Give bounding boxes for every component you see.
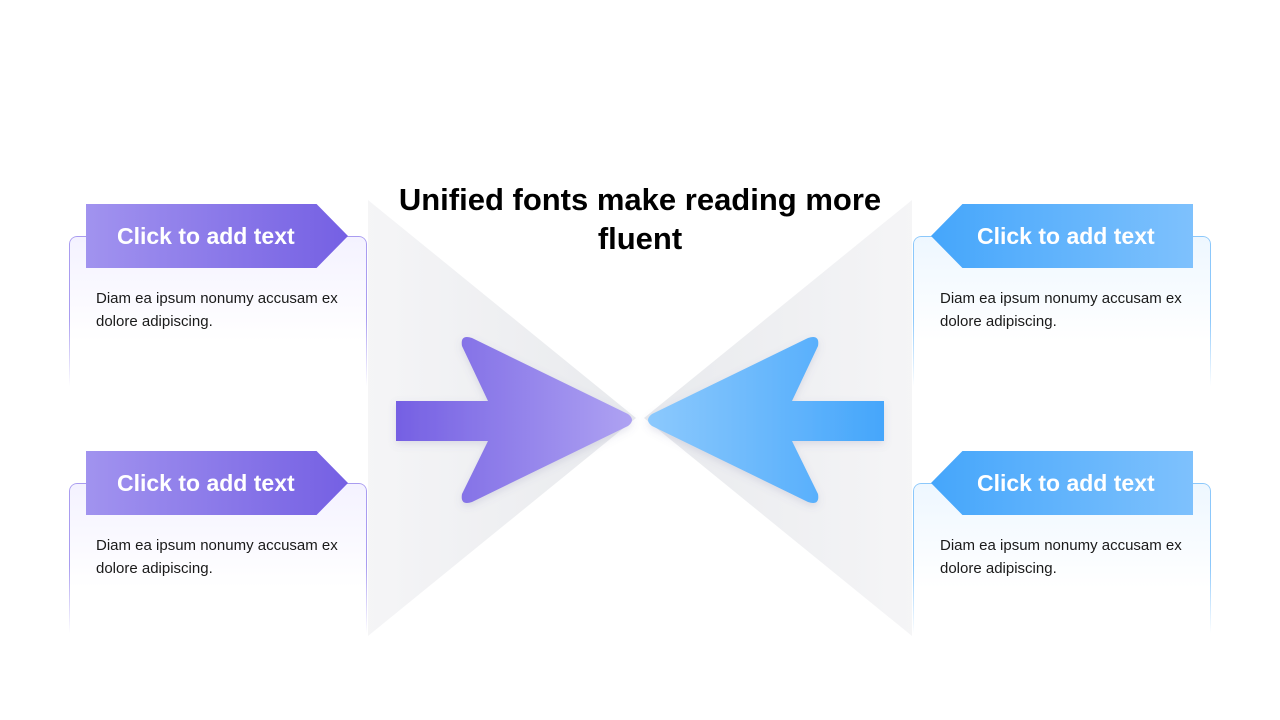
right-bottom-label[interactable]: Click to add text bbox=[931, 451, 1193, 515]
right-top-description: Diam ea ipsum nonumy accusam ex dolore a… bbox=[940, 290, 1182, 330]
right-bottom-description: Diam ea ipsum nonumy accusam ex dolore a… bbox=[940, 537, 1182, 577]
left-bottom-label[interactable]: Click to add text bbox=[86, 451, 348, 515]
left-bottom-description: Diam ea ipsum nonumy accusam ex dolore a… bbox=[96, 537, 338, 577]
left-top-label[interactable]: Click to add text bbox=[86, 204, 348, 268]
arrow-right-icon bbox=[396, 337, 632, 503]
page-title: Unified fonts make reading more fluent bbox=[398, 182, 882, 256]
left-top-description: Diam ea ipsum nonumy accusam ex dolore a… bbox=[96, 290, 338, 330]
right-top-label[interactable]: Click to add text bbox=[931, 204, 1193, 268]
arrow-left-icon bbox=[648, 337, 884, 503]
